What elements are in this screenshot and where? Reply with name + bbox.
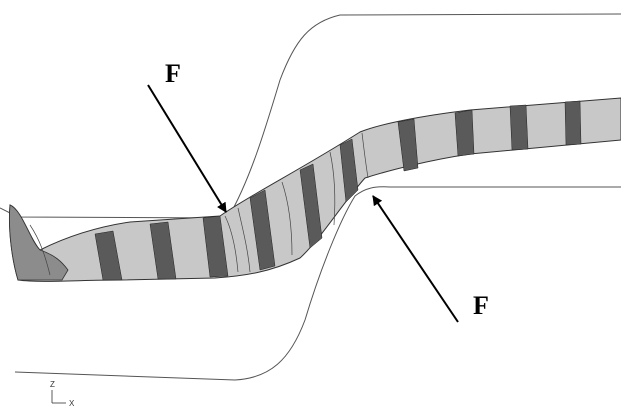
- axis-x-label: X: [69, 399, 75, 408]
- tube-band: [149, 221, 177, 280]
- force-arrow-bottom: [372, 195, 459, 323]
- tube-band: [249, 189, 276, 271]
- axis-triad: Z X: [50, 380, 75, 408]
- tube-band: [94, 230, 123, 281]
- tube-wrinkles: [29, 132, 369, 276]
- force-label-top: F: [165, 59, 181, 88]
- tube-dark-bands: [94, 100, 582, 281]
- force-label-bottom: F: [473, 291, 489, 320]
- tube-band: [202, 215, 229, 278]
- tube-band: [454, 109, 475, 157]
- axis-z-label: Z: [50, 380, 55, 389]
- tube-band: [397, 118, 419, 172]
- force-arrow-top: [147, 84, 227, 213]
- crushed-tube-end: [9, 204, 69, 281]
- tube-band: [339, 138, 359, 203]
- tube-band: [564, 100, 582, 146]
- lower-die-outline: [14, 186, 621, 381]
- upper-die-outline: [0, 13, 621, 219]
- tube-band: [509, 104, 529, 151]
- tube-band: [299, 163, 323, 249]
